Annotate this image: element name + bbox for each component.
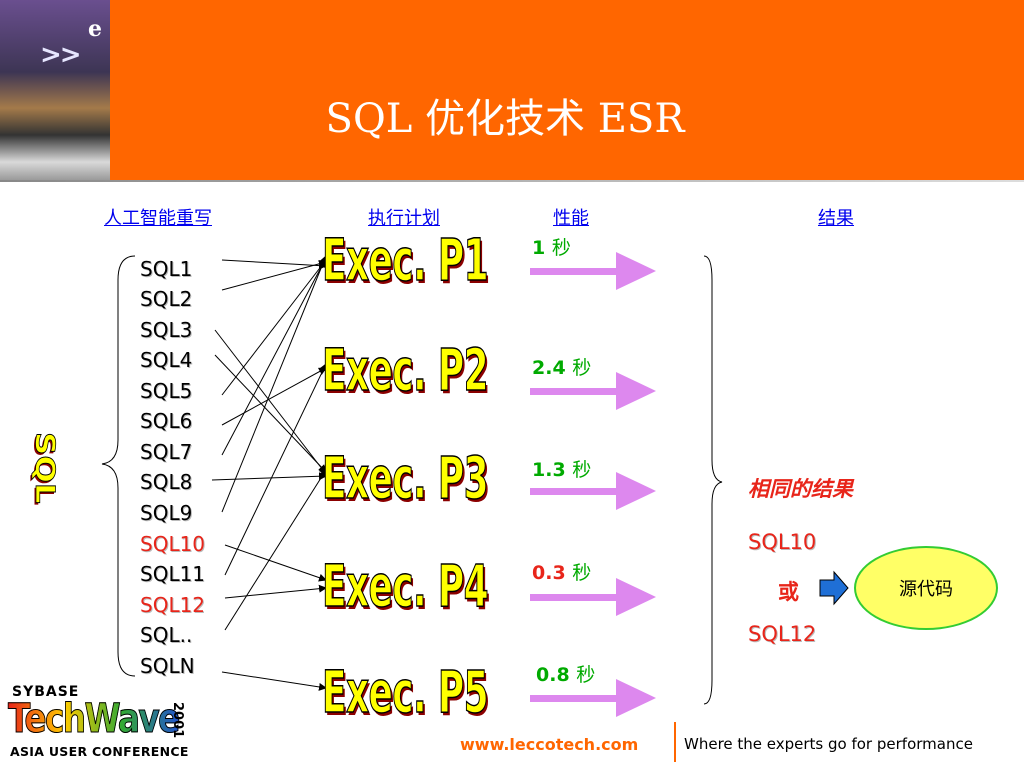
- exec-plan-5: Exec. P5: [322, 657, 490, 727]
- logo-year: 2001: [170, 702, 185, 739]
- sql-item-4: SQL4: [140, 348, 193, 372]
- footer-tagline: Where the experts go for performance: [684, 735, 973, 753]
- perf-label-5: 0.8 秒: [536, 660, 595, 687]
- header-band: [110, 0, 1024, 180]
- exec-plan-4: Exec. P4: [322, 551, 490, 621]
- sql-item-9: SQL9: [140, 501, 193, 525]
- exec-plan-2: Exec. P2: [322, 335, 490, 405]
- sql-item-5: SQL5: [140, 379, 193, 403]
- logo-techwave: TechWave: [8, 696, 181, 743]
- perf-unit-4: 秒: [572, 562, 592, 584]
- perf-label-3: 1.3 秒: [532, 455, 591, 482]
- source-code-label: 源代码: [899, 579, 953, 600]
- sql-side-label: SQL: [29, 432, 61, 504]
- perf-value-4: 0.3: [532, 562, 566, 584]
- header-photo-arrows: >>: [40, 40, 82, 70]
- perf-value-2: 2.4: [532, 357, 566, 379]
- header-divider: [0, 180, 1024, 182]
- right-brace: [703, 255, 723, 705]
- exec-plan-1: Exec. P1: [322, 225, 490, 295]
- perf-unit-3: 秒: [572, 459, 592, 481]
- sql-item-2: SQL2: [140, 287, 193, 311]
- header-photo: e >>: [0, 0, 110, 180]
- sql-item-6: SQL6: [140, 409, 193, 433]
- sql-item-3: SQL3: [140, 318, 193, 342]
- techwave-logo: SYBASE TechWave 2001 ASIA USER CONFERENC…: [8, 684, 189, 764]
- perf-value-1: 1: [532, 237, 546, 259]
- sql-item-12: SQL12: [140, 593, 206, 617]
- perf-label-4: 0.3 秒: [532, 558, 591, 585]
- logo-conference: ASIA USER CONFERENCE: [10, 744, 189, 759]
- source-arrow: [819, 570, 849, 606]
- logo-sybase: SYBASE: [12, 684, 80, 700]
- perf-unit-1: 秒: [551, 237, 571, 259]
- sql-item-8: SQL8: [140, 470, 193, 494]
- same-result-label: 相同的结果: [748, 477, 853, 501]
- sql-item-10: SQL10: [140, 532, 206, 556]
- sql-item-7: SQL7: [140, 440, 193, 464]
- result-sql-b: SQL12: [748, 622, 817, 646]
- perf-value-5: 0.8: [536, 664, 570, 686]
- source-code-ellipse: 源代码: [854, 546, 998, 630]
- header-photo-letter: e: [88, 16, 102, 42]
- column-heading-performance[interactable]: 性能: [553, 208, 589, 229]
- perf-label-1: 1 秒: [532, 233, 571, 260]
- footer-url-link[interactable]: www.leccotech.com: [460, 735, 639, 754]
- performance-arrows: [530, 252, 656, 717]
- sql-item-n: SQLN: [140, 654, 195, 678]
- sql-item-11: SQL11: [140, 562, 206, 586]
- perf-unit-5: 秒: [576, 664, 596, 686]
- column-heading-result[interactable]: 结果: [818, 208, 854, 229]
- perf-unit-2: 秒: [572, 357, 592, 379]
- perf-value-3: 1.3: [532, 459, 566, 481]
- column-heading-plan[interactable]: 执行计划: [368, 208, 440, 229]
- sql-item-more: SQL..: [140, 623, 193, 647]
- footer-divider: [674, 722, 676, 762]
- exec-plan-3: Exec. P3: [322, 443, 490, 513]
- sql-item-1: SQL1: [140, 257, 193, 281]
- result-sql-a: SQL10: [748, 530, 817, 554]
- result-or: 或: [778, 580, 799, 604]
- slide-title: SQL 优化技术 ESR: [325, 96, 685, 142]
- perf-label-2: 2.4 秒: [532, 353, 591, 380]
- left-brace: [101, 255, 136, 677]
- column-heading-rewrite[interactable]: 人工智能重写: [104, 208, 212, 229]
